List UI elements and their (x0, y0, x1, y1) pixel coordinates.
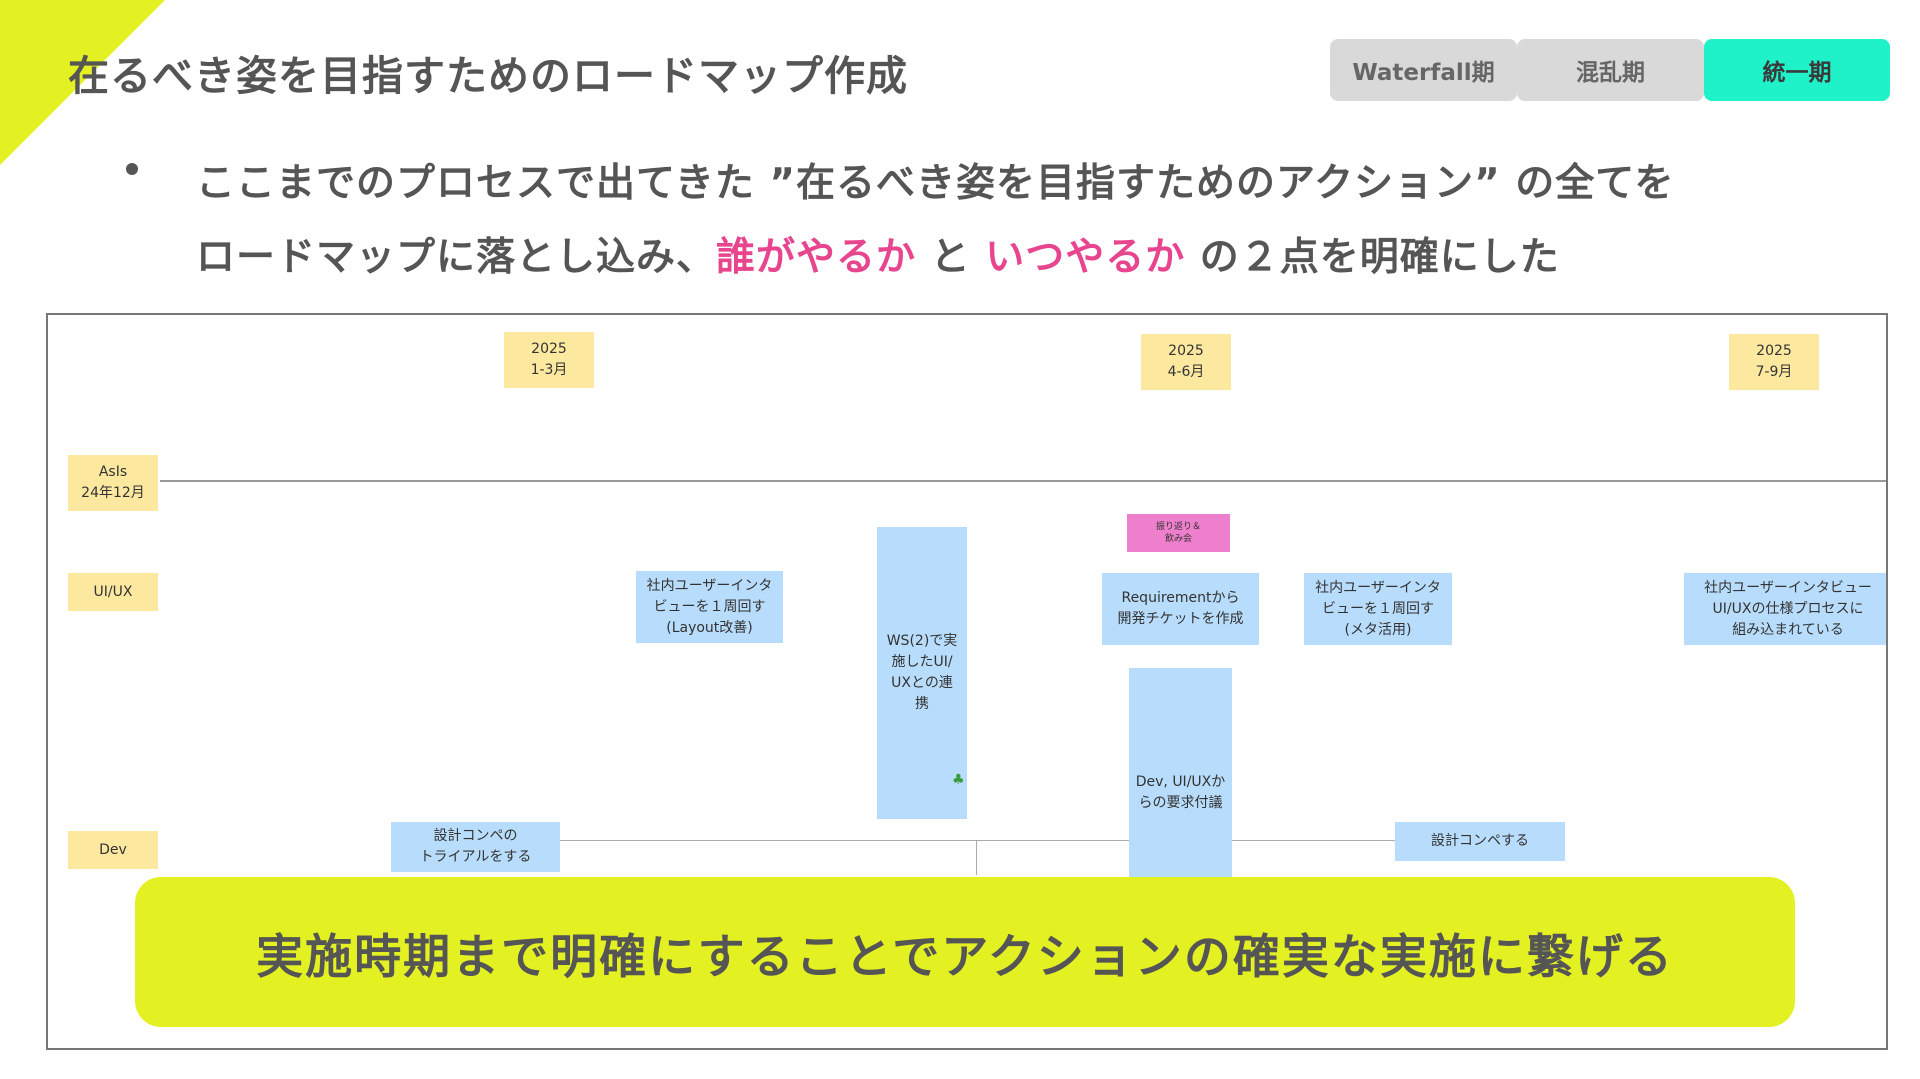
callout-banner: 実施時期まで明確にすることでアクションの確実な実施に繋げる (135, 877, 1795, 1027)
tab-unification[interactable]: 統一期 (1704, 39, 1890, 101)
page-title: 在るべき姿を目指すためのロードマップ作成 (68, 52, 908, 100)
lane-uiux[interactable]: UI/UX (68, 573, 158, 611)
period-2025-q3[interactable]: 2025 7-9月 (1729, 334, 1819, 390)
card-requirement-tickets[interactable]: Requirementから 開発チケットを作成 (1102, 573, 1259, 645)
bullet-text-line2: ロードマップに落とし込み、誰がやるか と いつやるか の２点を明確にした (196, 226, 1560, 282)
dev-connector-drop (976, 840, 977, 875)
card-design-compe[interactable]: 設計コンペする (1395, 822, 1565, 861)
card-user-interview-process[interactable]: 社内ユーザーインタビュー UI/UXの仕様プロセスに 組み込まれている (1684, 573, 1886, 645)
highlight-when: いつやるか (985, 235, 1186, 280)
dev-connector-line (558, 840, 1025, 841)
lane-asis[interactable]: AsIs 24年12月 (68, 455, 158, 511)
card-user-interview-meta[interactable]: 社内ユーザーインタ ビューを１周回す (メタ活用) (1304, 573, 1452, 645)
bullet-text-connector: と (916, 235, 986, 280)
card-dev-uiux-requests[interactable]: Dev, UI/UXか らの要求付議 (1129, 668, 1232, 918)
bullet-icon (126, 163, 138, 175)
asis-divider-line (160, 480, 1886, 482)
tab-waterfall[interactable]: Waterfall期 (1330, 39, 1517, 101)
card-retro-party[interactable]: 振り返り＆ 飲み会 (1127, 514, 1230, 552)
card-design-compe-trial[interactable]: 設計コンペの トライアルをする (391, 822, 560, 872)
highlight-who: 誰がやるか (716, 235, 917, 280)
leaf-icon: ♣ (952, 772, 965, 788)
bullet-text-prefix: ロードマップに落とし込み、 (196, 235, 717, 280)
card-user-interview-layout[interactable]: 社内ユーザーインタ ビューを１周回す (Layout改善) (636, 571, 783, 643)
period-2025-q2[interactable]: 2025 4-6月 (1141, 334, 1231, 390)
corner-accent-shape (0, 0, 165, 165)
card-ws-collaboration[interactable]: WS(2)で実 施したUI/ UXとの連 携 (877, 527, 967, 819)
bullet-text-line1: ここまでのプロセスで出てきた ”在るべき姿を目指すためのアクション” の全てを (196, 161, 1675, 206)
lane-dev[interactable]: Dev (68, 831, 158, 869)
period-2025-q1[interactable]: 2025 1-3月 (504, 332, 594, 388)
tab-confusion[interactable]: 混乱期 (1517, 39, 1704, 101)
bullet-text-suffix: の２点を明確にした (1185, 235, 1560, 280)
